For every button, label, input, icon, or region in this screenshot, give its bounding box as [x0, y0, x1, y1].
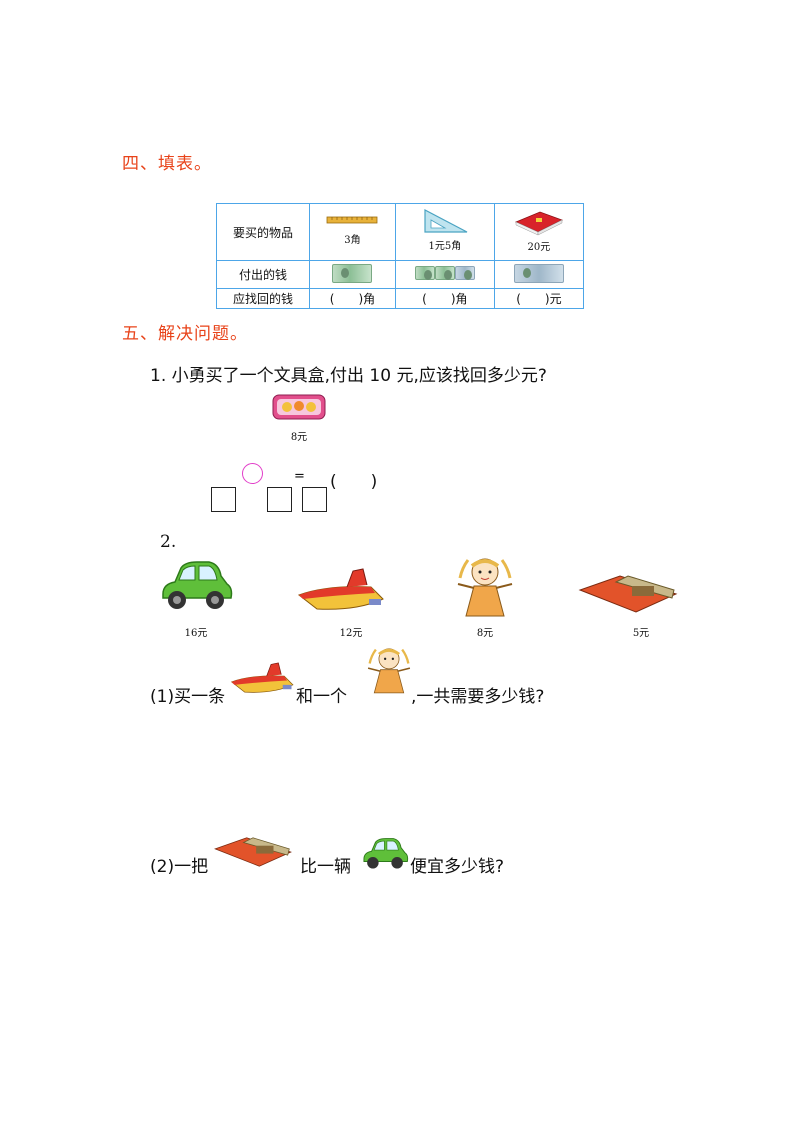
- boat-icon: [230, 662, 294, 693]
- pencil-case-icon: [272, 394, 326, 420]
- paid-cell-1: [309, 260, 396, 289]
- stapler-icon: [578, 575, 678, 613]
- fill-table: 要买的物品 3角 1元5角: [216, 203, 585, 309]
- answer-box-3[interactable]: [302, 487, 327, 512]
- item-cell-triangle: 1元5角: [394, 203, 495, 261]
- sub-question-2-prefix: (2)一把: [150, 857, 209, 877]
- sub-question-1-suffix: ,一共需要多少钱?: [411, 687, 545, 707]
- answer-cell-3[interactable]: ( )元: [493, 288, 585, 309]
- ruler-icon: [327, 216, 378, 223]
- stapler-icon: [214, 837, 292, 867]
- banknote-icon: [454, 266, 475, 280]
- boat-icon: [297, 568, 384, 610]
- banknote-icon: [414, 266, 435, 280]
- paid-cell-2: [394, 260, 495, 289]
- answer-box-1[interactable]: [211, 487, 236, 512]
- price-ruler: 3角: [344, 234, 361, 246]
- book-icon: [514, 211, 563, 235]
- sub-question-2-suffix: 便宜多少钱?: [410, 857, 505, 877]
- price-boat: 12元: [339, 628, 363, 639]
- banknote-icon: [332, 263, 373, 283]
- sub-question-2-middle: 比一辆: [300, 857, 351, 877]
- sub-question-1-middle: 和一个: [296, 687, 347, 707]
- price-car: 16元: [184, 628, 208, 639]
- answer-box-2[interactable]: [267, 487, 292, 512]
- question-2-number: 2.: [160, 532, 177, 552]
- question-1-text: 1. 小勇买了一个文具盒,付出 10 元,应该找回多少元?: [150, 366, 547, 386]
- car-icon: [363, 838, 409, 869]
- row-label-paid: 付出的钱: [216, 260, 310, 289]
- doll-icon: [457, 558, 513, 617]
- price-stapler: 5元: [632, 628, 650, 639]
- banknote-icon: [513, 263, 564, 283]
- answer-cell-2[interactable]: ( )角: [394, 288, 495, 309]
- answer-cell-1[interactable]: ( )角: [309, 288, 396, 309]
- price-set-square: 1元5角: [428, 241, 462, 252]
- equals-sign: =: [294, 469, 305, 484]
- section-4-title: 四、填表。: [122, 154, 212, 174]
- price-pencil-case: 8元: [290, 432, 308, 443]
- answer-parentheses[interactable]: ( ): [330, 472, 378, 492]
- doll-icon: [367, 648, 411, 694]
- car-icon: [162, 561, 233, 609]
- row-label-change: 应找回的钱: [216, 288, 310, 309]
- sub-question-1-prefix: (1)买一条: [150, 687, 226, 707]
- item-cell-book: 20元: [493, 203, 585, 261]
- item-cell-ruler: 3角: [309, 203, 396, 261]
- paid-cell-3: [493, 260, 585, 289]
- price-book: 20元: [527, 241, 551, 253]
- section-5-title: 五、解决问题。: [122, 324, 248, 344]
- row-label-items: 要买的物品: [216, 203, 310, 261]
- banknote-icon: [434, 266, 455, 280]
- set-square-icon: [424, 209, 468, 233]
- operator-circle[interactable]: [242, 463, 263, 484]
- price-doll: 8元: [476, 628, 494, 639]
